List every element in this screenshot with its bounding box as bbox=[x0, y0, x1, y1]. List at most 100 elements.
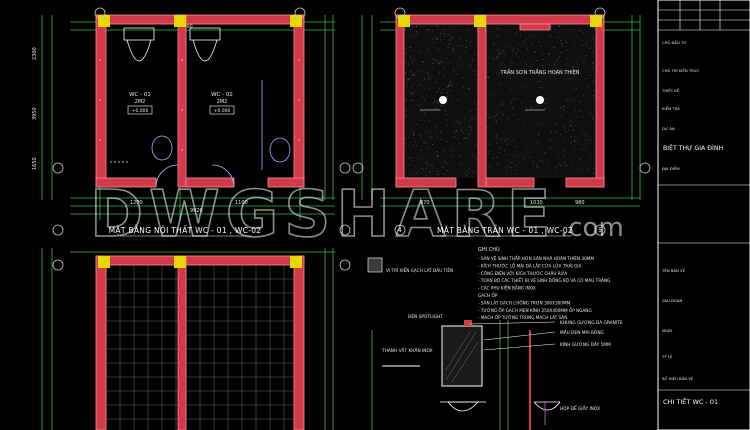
texture-dot bbox=[577, 168, 579, 170]
texture-dot bbox=[440, 92, 442, 94]
texture-dot bbox=[421, 62, 423, 64]
texture-dot bbox=[570, 136, 572, 137]
texture-dot bbox=[442, 104, 444, 106]
texture-dot bbox=[569, 99, 571, 101]
texture-dot bbox=[583, 95, 585, 97]
texture-dot bbox=[426, 148, 428, 149]
texture-dot bbox=[529, 66, 531, 68]
texture-dot bbox=[421, 133, 423, 135]
tb-row: TỶ LỆ bbox=[661, 354, 673, 359]
texture-dot bbox=[556, 166, 558, 168]
texture-dot bbox=[579, 30, 580, 32]
notes-section: VỊ TRÍ XIẾN GẠCH LÁT ĐẦU TIÊN GHI CHÚ - … bbox=[367, 246, 610, 320]
texture-dot bbox=[558, 163, 560, 165]
column bbox=[174, 256, 186, 268]
texture-dot bbox=[569, 78, 571, 80]
note-line: - SÀN VỆ SINH THẤP HƠN SÀN NHÀ HOÀN THIỆ… bbox=[478, 256, 594, 261]
texture-dot bbox=[408, 78, 410, 80]
texture-dot bbox=[594, 27, 596, 29]
texture-dot bbox=[442, 167, 444, 168]
note-line: - KÍCH THƯỚC LỖ MÁI ĐÃ LẮP CỬA LỬA THÁI … bbox=[478, 263, 581, 268]
texture-dot bbox=[551, 131, 552, 133]
texture-dot bbox=[425, 83, 427, 85]
texture-dot bbox=[459, 56, 461, 58]
texture-dot bbox=[571, 67, 573, 69]
texture-dot bbox=[501, 112, 503, 114]
texture-dot bbox=[409, 157, 411, 159]
texture-dot bbox=[581, 149, 583, 150]
texture-dot bbox=[467, 87, 469, 89]
texture-dot bbox=[461, 129, 463, 131]
texture-dot bbox=[452, 48, 454, 50]
texture-dot bbox=[583, 32, 584, 34]
texture-dot bbox=[436, 36, 438, 38]
texture-dot bbox=[591, 41, 593, 43]
texture-dot bbox=[549, 147, 551, 149]
texture-dot bbox=[500, 138, 502, 140]
texture-dot bbox=[558, 26, 560, 27]
tb-row: CHỦ TRÌ KIẾN TRÚC bbox=[662, 67, 700, 73]
interior-wall-hatch bbox=[99, 59, 300, 151]
texture-dot bbox=[542, 59, 544, 60]
texture-dot bbox=[506, 170, 508, 171]
project-location: ĐỊA ĐIỂM bbox=[662, 166, 680, 171]
dim-text: 980 bbox=[575, 200, 585, 206]
texture-dot bbox=[536, 141, 538, 143]
texture-dot bbox=[468, 133, 470, 135]
texture-dot bbox=[529, 156, 531, 158]
texture-dot bbox=[538, 133, 540, 135]
ceiling-columns bbox=[398, 15, 602, 27]
washbasin-wc01 bbox=[151, 135, 173, 161]
texture-dot bbox=[549, 121, 551, 123]
texture-dot bbox=[566, 165, 568, 167]
texture-dot bbox=[574, 109, 576, 111]
texture-dot bbox=[429, 136, 431, 138]
toilet-bowl-wc02 bbox=[192, 39, 218, 62]
texture-dot bbox=[497, 35, 499, 36]
texture-dot bbox=[447, 95, 448, 97]
texture-dot bbox=[450, 149, 452, 151]
texture-dot bbox=[447, 170, 448, 172]
texture-dot bbox=[496, 57, 498, 59]
texture-dot bbox=[507, 75, 509, 77]
texture-dot bbox=[531, 42, 533, 44]
texture-dot bbox=[462, 87, 464, 89]
texture-dot bbox=[443, 161, 445, 163]
notes-heading: GHI CHÚ bbox=[478, 246, 500, 253]
texture-dot bbox=[573, 88, 575, 90]
texture-dot bbox=[568, 129, 570, 131]
texture-dot bbox=[469, 65, 471, 67]
texture-dot bbox=[446, 124, 448, 126]
texture-dot bbox=[576, 35, 578, 37]
texture-dot bbox=[537, 91, 539, 93]
texture-dot bbox=[404, 29, 406, 30]
title-block-rows: CHỦ ĐẦU TƯ CHỦ TRÌ KIẾN TRÚC THIẾT KẾ KI… bbox=[661, 40, 700, 131]
interior-plan: 1100 1200 2300 1200 1100 9920 2300 3950 … bbox=[32, 7, 351, 237]
texture-dot bbox=[405, 110, 407, 112]
texture-dot bbox=[494, 116, 496, 117]
texture-dot bbox=[489, 150, 491, 152]
texture-dot bbox=[517, 48, 519, 50]
texture-dot bbox=[459, 123, 461, 125]
texture-dot bbox=[438, 87, 440, 89]
texture-dot bbox=[501, 104, 503, 105]
texture-dot bbox=[464, 173, 466, 175]
texture-dot bbox=[458, 45, 460, 47]
texture-dot bbox=[465, 47, 467, 49]
texture-dot bbox=[411, 87, 412, 89]
texture-dot bbox=[421, 167, 423, 169]
texture-dot bbox=[445, 162, 447, 164]
texture-dot bbox=[423, 140, 425, 142]
interior-fixtures bbox=[110, 27, 291, 188]
column bbox=[290, 256, 302, 268]
texture-dot bbox=[486, 127, 488, 129]
texture-dot bbox=[417, 71, 419, 73]
texture-dot bbox=[412, 92, 414, 94]
texture-dot bbox=[526, 64, 528, 65]
texture-dot bbox=[411, 74, 413, 76]
texture-dot bbox=[499, 27, 501, 29]
texture-dot bbox=[416, 31, 417, 33]
texture-dot bbox=[449, 34, 450, 36]
texture-dot bbox=[525, 63, 527, 65]
texture-dot bbox=[515, 173, 517, 175]
